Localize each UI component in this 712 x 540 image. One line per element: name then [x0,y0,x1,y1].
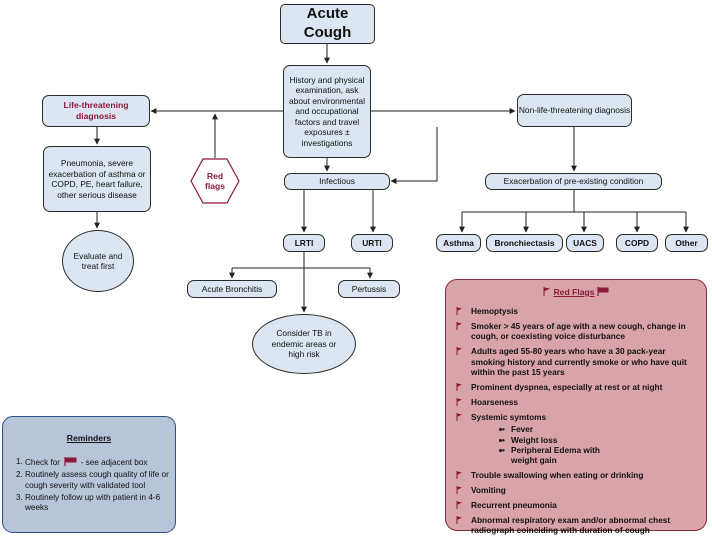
flag-icon [456,516,462,525]
history-text: History and physical examination, ask ab… [289,74,365,148]
arrow-non-life-to-infectious [390,127,438,184]
red-flags-hex-label: Red flags [204,170,226,191]
flag-icon [456,486,462,495]
life-threatening-box: Life-threatening diagnosis [42,95,150,127]
flag-icon [456,397,462,406]
list-item: Smoker > 45 years of age with a new coug… [456,321,700,342]
list-item: 1.Check for - see adjacent box [16,457,148,467]
red-flags-panel-title: Red Flags [446,287,706,297]
title-box: Acute Cough [280,4,375,44]
condition-asthma: Asthma [436,234,481,252]
flag-icon [543,287,551,296]
condition-uacs: UACS [566,234,604,252]
flag-icon [456,321,462,330]
acute-bronchitis-box: Acute Bronchitis [187,280,277,298]
flag-icon [456,412,462,421]
life-threatening-conditions: Pneumonia, severe exacerbation of asthma… [48,158,146,200]
non-life-threatening-label: Non-life-threatening diagnosis [518,105,631,116]
consider-tb-ellipse: Consider TB in endemic areas or high ris… [252,314,356,374]
list-item: Systemic symtoms Fever Weight loss Perip… [456,412,700,466]
flag-icon [456,501,462,510]
list-item: Prominent dyspnea, especially at rest or… [456,382,700,392]
condition-copd: COPD [616,234,658,252]
pertussis-box: Pertussis [338,280,400,298]
list-item: 2.Routinely assess cough quality of life… [16,470,169,490]
page-title: Acute Cough [303,5,352,41]
list-item: Hoarseness [456,397,700,407]
flag-icon [456,471,462,480]
red-flags-panel: Red Flags Hemoptysis Smoker > 45 years o… [445,279,707,535]
list-item: Peripheral Edema with weight gain [502,445,606,466]
history-box: History and physical examination, ask ab… [283,65,371,158]
infectious-box: Infectious [284,173,390,190]
flag-icon [597,287,609,296]
reminders-list: 1.Check for - see adjacent box 2.Routine… [16,457,169,515]
list-item: Adults aged 55-80 years who have a 30 pa… [456,346,700,377]
life-threatening-conditions-box: Pneumonia, severe exacerbation of asthma… [43,146,151,212]
flag-icon [456,307,462,315]
systemic-sublist: Fever Weight loss Peripheral Edema with … [471,424,700,465]
condition-other: Other [665,234,708,252]
evaluate-treat-ellipse: Evaluate and treat first [62,230,134,292]
evaluate-treat-text: Evaluate and treat first [73,250,123,272]
list-item: Trouble swallowing when eating or drinki… [456,470,700,480]
flag-icon [456,382,462,391]
red-flags-hexagon [190,158,240,204]
lrti-box: LRTI [283,234,325,252]
reminders-title: Reminders [66,433,112,443]
exacerbation-box: Exacerbation of pre-existing condition [485,173,662,190]
non-life-threatening-box: Non-life-threatening diagnosis [517,94,632,127]
list-item: Fever [502,424,700,435]
condition-bronchiectasis: Bronchiectasis [486,234,563,252]
infectious-label: Infectious [319,176,355,187]
red-flags-list: Hemoptysis Smoker > 45 years of age with… [456,306,700,540]
list-item: Vomiting [456,485,700,495]
exacerbation-label: Exacerbation of pre-existing condition [503,176,644,187]
list-item: Abnormal respiratory exam and/or abnorma… [456,515,700,536]
urti-box: URTI [351,234,393,252]
list-item: Hemoptysis [456,306,700,316]
list-item: Weight loss [502,435,700,446]
list-item: 3.Routinely follow up with patient in 4-… [16,492,161,512]
flag-icon [64,457,77,466]
life-threatening-label: Life-threatening diagnosis [63,100,129,121]
reminders-panel: Reminders 1.Check for - see adjacent box… [2,416,176,533]
list-item: Recurrent pneumonia [456,500,700,510]
flag-icon [456,347,462,356]
